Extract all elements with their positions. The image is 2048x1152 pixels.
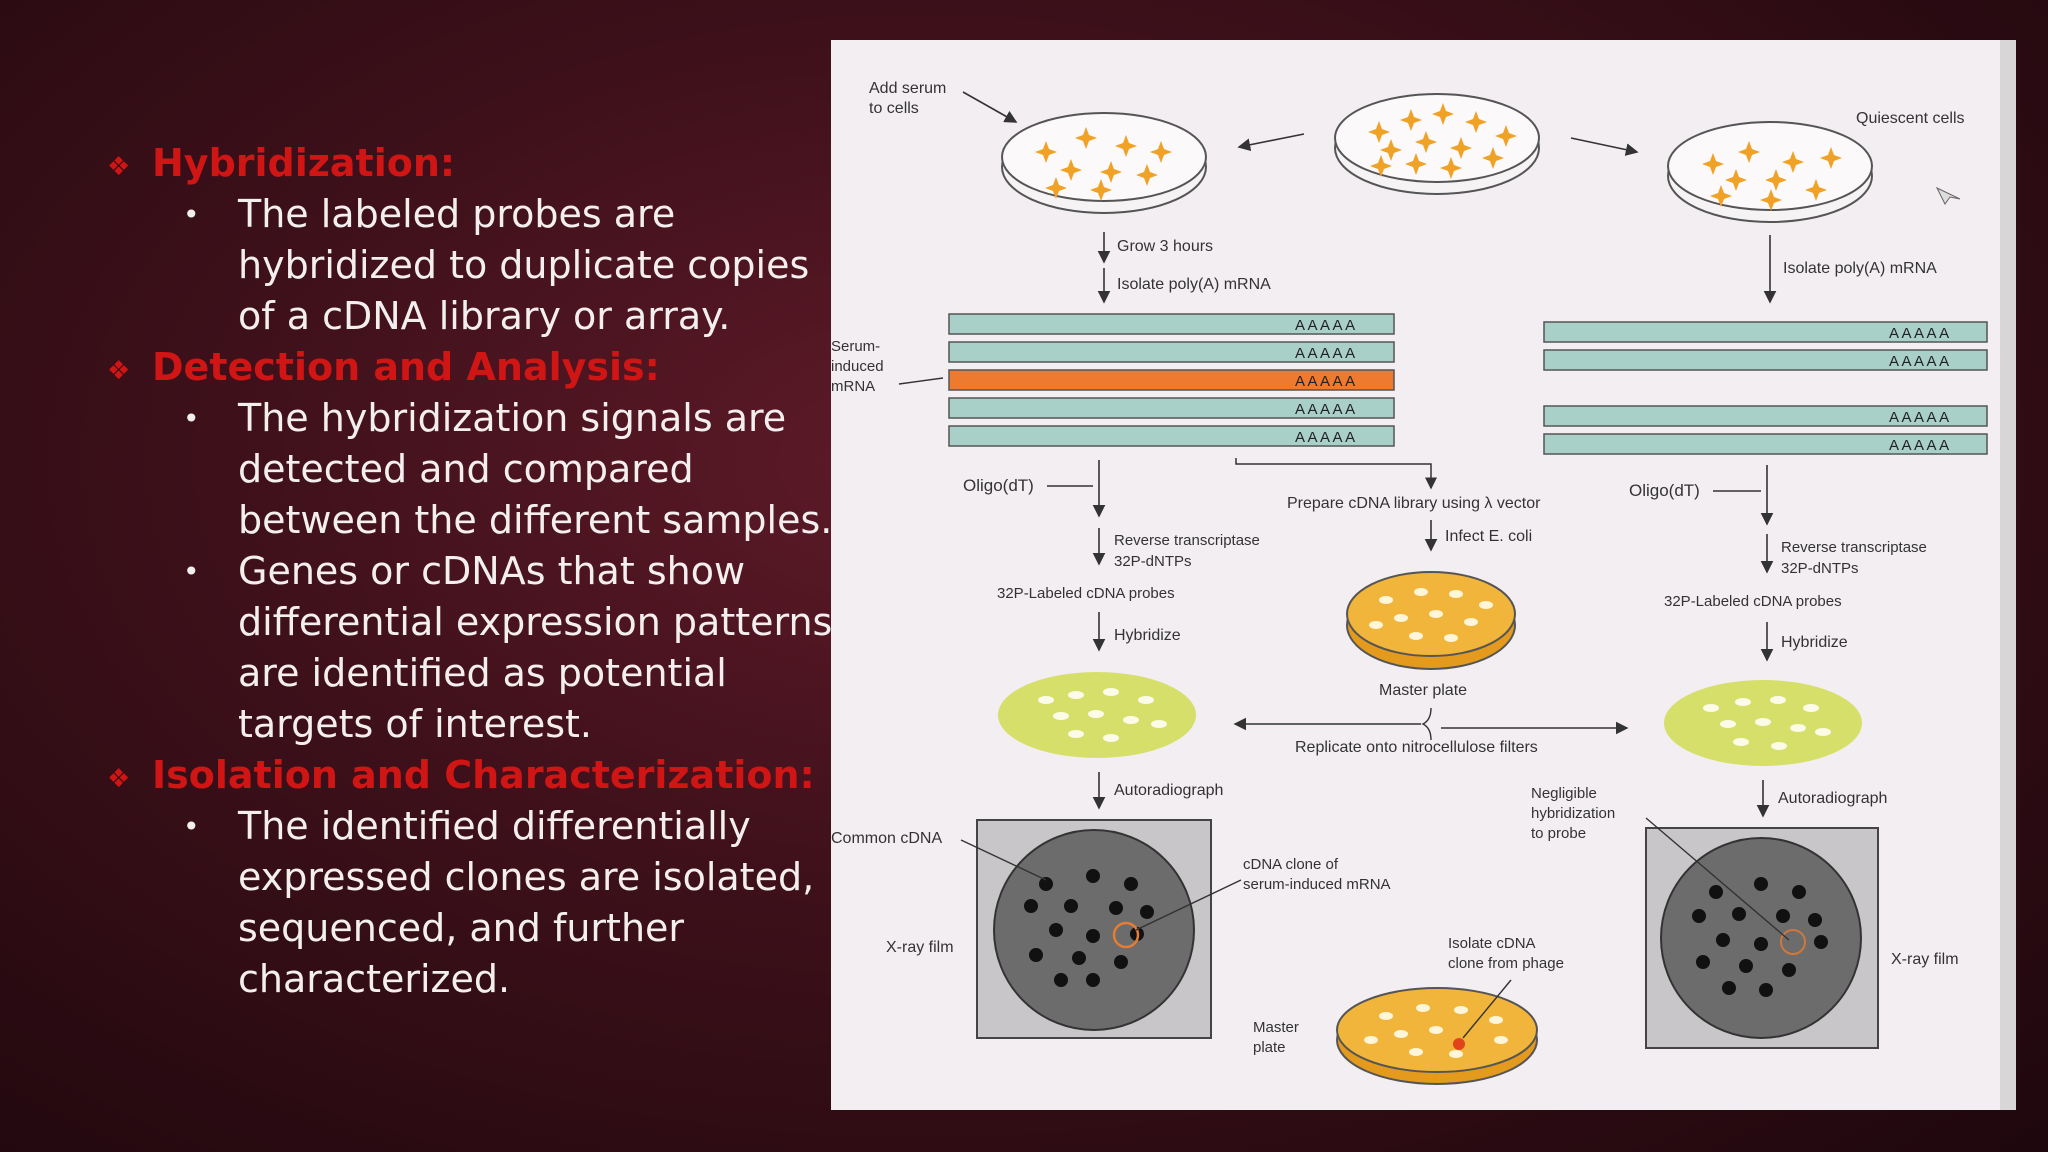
svg-text:clone from phage: clone from phage bbox=[1448, 955, 1564, 972]
diamond-bullet-icon: ❖ bbox=[107, 346, 130, 397]
label-autoradiograph-right: Autoradiograph bbox=[1778, 790, 1887, 807]
label-master-plate-bottom: Master bbox=[1253, 1019, 1299, 1036]
svg-text:to probe: to probe bbox=[1531, 825, 1586, 842]
svg-text:A A A A A: A A A A A bbox=[1295, 429, 1355, 446]
label-hybridize-left: Hybridize bbox=[1114, 627, 1181, 644]
label-add-serum: Add serum bbox=[869, 80, 946, 97]
bullet-list: ❖Hybridization: •The labeled probes are … bbox=[105, 138, 835, 1005]
label-add-serum-2: to cells bbox=[869, 100, 919, 117]
bullet-dot-icon: • bbox=[183, 189, 200, 240]
svg-text:32P-dNTPs: 32P-dNTPs bbox=[1781, 560, 1859, 577]
label-xray-film-right: X-ray film bbox=[1891, 951, 1959, 968]
label-hybridize-right: Hybridize bbox=[1781, 634, 1848, 651]
list-item: •Genes or cDNAs that show differential e… bbox=[105, 546, 835, 750]
right-xray-film bbox=[1646, 828, 1878, 1048]
label-reverse-transcriptase-left: Reverse transcriptase bbox=[1114, 532, 1260, 549]
label-xray-film-left: X-ray film bbox=[886, 939, 954, 956]
label-prepare-library: Prepare cDNA library using λ vector bbox=[1287, 495, 1541, 512]
label-replicate-filters: Replicate onto nitrocellulose filters bbox=[1295, 739, 1538, 756]
master-plate-bottom bbox=[1337, 988, 1537, 1084]
label-grow-3-hours: Grow 3 hours bbox=[1117, 238, 1213, 255]
selected-clone-dot bbox=[1453, 1038, 1465, 1050]
center-cells-dish bbox=[1335, 94, 1539, 194]
label-negligible-hybridization: Negligible bbox=[1531, 785, 1597, 802]
label-reverse-transcriptase-right: Reverse transcriptase bbox=[1781, 539, 1927, 556]
mouse-cursor-icon bbox=[1937, 188, 1960, 204]
label-master-plate: Master plate bbox=[1379, 682, 1467, 699]
svg-text:A A A A A: A A A A A bbox=[1295, 401, 1355, 418]
label-isolate-polya-right: Isolate poly(A) mRNA bbox=[1783, 260, 1937, 277]
right-nitrocellulose-filter bbox=[1664, 680, 1862, 766]
label-cdna-clone: cDNA clone of bbox=[1243, 856, 1339, 873]
figure-page-edge bbox=[2000, 40, 2016, 1110]
heading-isolation-characterization: ❖Isolation and Characterization: bbox=[105, 750, 835, 801]
svg-text:plate: plate bbox=[1253, 1039, 1286, 1056]
svg-text:A A A A A: A A A A A bbox=[1889, 353, 1949, 370]
diamond-bullet-icon: ❖ bbox=[107, 142, 130, 193]
bullet-dot-icon: • bbox=[183, 801, 200, 852]
label-serum-induced: Serum- bbox=[831, 338, 880, 355]
label-autoradiograph-left: Autoradiograph bbox=[1114, 782, 1223, 799]
left-nitrocellulose-filter bbox=[998, 672, 1196, 758]
differential-screening-diagram: Add serum to cells Quiescent cells Grow … bbox=[831, 40, 2016, 1110]
heading-detection-analysis: ❖Detection and Analysis: bbox=[105, 342, 835, 393]
svg-text:mRNA: mRNA bbox=[831, 378, 875, 395]
label-oligo-dt-right: Oligo(dT) bbox=[1629, 481, 1700, 500]
label-isolate-polya-left: Isolate poly(A) mRNA bbox=[1117, 276, 1271, 293]
heading-hybridization: ❖Hybridization: bbox=[105, 138, 835, 189]
list-item: •The hybridization signals are detected … bbox=[105, 393, 835, 546]
quiescent-cells-dish bbox=[1668, 122, 1872, 222]
left-mrna-bars: A A A A A A A A A A A A A A A A A A A A … bbox=[949, 314, 1394, 446]
bullet-dot-icon: • bbox=[183, 546, 200, 597]
svg-text:A A A A A: A A A A A bbox=[1295, 373, 1355, 390]
label-labeled-probes-right: 32P-Labeled cDNA probes bbox=[1664, 593, 1842, 610]
svg-text:hybridization: hybridization bbox=[1531, 805, 1615, 822]
label-common-cdna: Common cDNA bbox=[831, 830, 942, 847]
serum-cells-dish bbox=[1002, 113, 1206, 213]
bullet-dot-icon: • bbox=[183, 393, 200, 444]
svg-text:induced: induced bbox=[831, 358, 884, 375]
label-labeled-probes-left: 32P-Labeled cDNA probes bbox=[997, 585, 1175, 602]
master-plate-center bbox=[1347, 572, 1515, 669]
svg-text:32P-dNTPs: 32P-dNTPs bbox=[1114, 553, 1192, 570]
left-xray-film bbox=[977, 820, 1211, 1038]
label-quiescent-cells: Quiescent cells bbox=[1856, 110, 1965, 127]
svg-text:A A A A A: A A A A A bbox=[1889, 409, 1949, 426]
svg-text:A A A A A: A A A A A bbox=[1295, 317, 1355, 334]
svg-text:A A A A A: A A A A A bbox=[1889, 437, 1949, 454]
svg-text:A A A A A: A A A A A bbox=[1295, 345, 1355, 362]
right-mrna-bars: A A A A A A A A A A A A A A A A A A A A bbox=[1544, 322, 1987, 454]
list-item: •The labeled probes are hybridized to du… bbox=[105, 189, 835, 342]
diamond-bullet-icon: ❖ bbox=[107, 754, 130, 805]
diagram-svg: Add serum to cells Quiescent cells Grow … bbox=[831, 40, 2016, 1110]
label-isolate-cdna-clone: Isolate cDNA bbox=[1448, 935, 1536, 952]
svg-text:A A A A A: A A A A A bbox=[1889, 325, 1949, 342]
list-item: •The identified differentially expressed… bbox=[105, 801, 835, 1005]
label-infect-ecoli: Infect E. coli bbox=[1445, 528, 1532, 545]
label-oligo-dt-left: Oligo(dT) bbox=[963, 476, 1034, 495]
svg-text:serum-induced mRNA: serum-induced mRNA bbox=[1243, 876, 1391, 893]
